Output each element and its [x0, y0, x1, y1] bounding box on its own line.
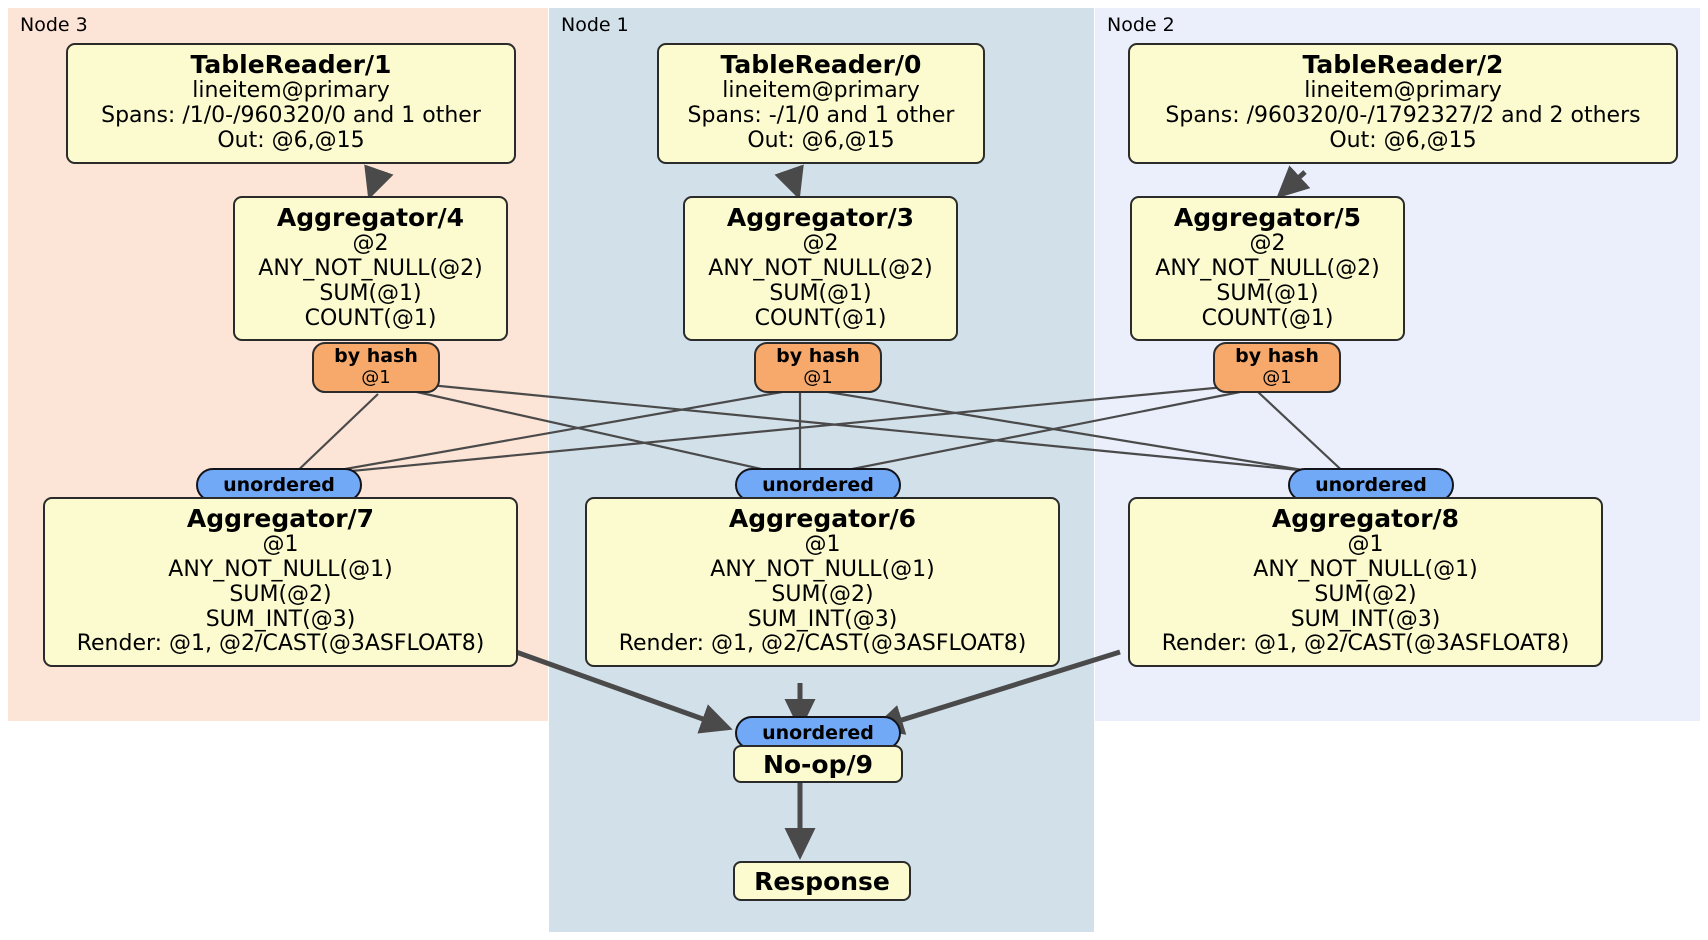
processor-line: @2: [1249, 231, 1286, 256]
processor-line: Spans: /960320/0-/1792327/2 and 2 others: [1165, 102, 1641, 128]
router-label: by hash: [334, 345, 418, 367]
node-panel-label: Node 1: [561, 14, 629, 36]
processor-title: Aggregator/3: [726, 203, 915, 232]
processor-title: TableReader/1: [190, 50, 392, 79]
processor-tablereader-0[interactable]: TableReader/0 lineitem@primary Spans: -/…: [657, 43, 985, 164]
processor-line: Spans: -/1/0 and 1 other: [687, 102, 955, 128]
processor-aggregator-4[interactable]: Aggregator/4 @2 ANY_NOT_NULL(@2) SUM(@1)…: [233, 196, 508, 342]
processor-line: ANY_NOT_NULL(@2): [258, 255, 483, 281]
processor-title: Aggregator/6: [728, 504, 917, 533]
processor-title: Response: [754, 866, 890, 896]
processor-line: ANY_NOT_NULL(@1): [710, 556, 935, 582]
processor-line: @2: [802, 231, 839, 256]
receiver-label: unordered: [223, 474, 335, 496]
processor-line: ANY_NOT_NULL(@1): [168, 556, 393, 582]
processor-line: Out: @6,@15: [747, 127, 895, 153]
processor-line: @1: [1347, 532, 1384, 557]
processor-line: SUM(@2): [771, 581, 874, 607]
node-panel-label: Node 3: [20, 14, 88, 36]
processor-line: @2: [352, 231, 389, 256]
processor-title: Aggregator/7: [186, 504, 375, 533]
processor-line: lineitem@primary: [192, 78, 390, 103]
processor-title: Aggregator/4: [276, 203, 465, 232]
processor-line: Render: @1, @2/CAST(@3ASFLOAT8): [618, 631, 1027, 657]
router-detail: @1: [803, 366, 833, 388]
router-label: by hash: [1235, 345, 1319, 367]
processor-line: SUM_INT(@3): [747, 606, 898, 632]
processor-title: No-op/9: [762, 749, 874, 779]
processor-line: ANY_NOT_NULL(@2): [708, 255, 933, 281]
router-detail: @1: [1262, 366, 1292, 388]
processor-line: SUM(@1): [1216, 280, 1319, 306]
processor-noop-9[interactable]: No-op/9: [733, 745, 903, 783]
processor-title: TableReader/2: [1302, 50, 1504, 79]
processor-line: Out: @6,@15: [1329, 127, 1477, 153]
processor-line: Render: @1, @2/CAST(@3ASFLOAT8): [76, 631, 485, 657]
processor-line: Render: @1, @2/CAST(@3ASFLOAT8): [1161, 631, 1570, 657]
processor-aggregator-6[interactable]: Aggregator/6 @1 ANY_NOT_NULL(@1) SUM(@2)…: [585, 497, 1060, 668]
processor-line: Spans: /1/0-/960320/0 and 1 other: [101, 102, 481, 128]
receiver-unordered-aggregator-7[interactable]: unordered: [196, 468, 362, 502]
router-by-hash-aggregator-4[interactable]: by hash @1: [312, 342, 440, 393]
processor-line: SUM(@1): [769, 280, 872, 306]
processor-line: ANY_NOT_NULL(@1): [1253, 556, 1478, 582]
processor-line: COUNT(@1): [754, 305, 887, 331]
receiver-label: unordered: [762, 474, 874, 496]
processor-tablereader-2[interactable]: TableReader/2 lineitem@primary Spans: /9…: [1128, 43, 1678, 164]
processor-title: TableReader/0: [720, 50, 922, 79]
processor-line: lineitem@primary: [722, 78, 920, 103]
processor-aggregator-8[interactable]: Aggregator/8 @1 ANY_NOT_NULL(@1) SUM(@2)…: [1128, 497, 1603, 668]
processor-line: SUM(@2): [1314, 581, 1417, 607]
processor-line: SUM_INT(@3): [1290, 606, 1441, 632]
processor-line: @1: [262, 532, 299, 557]
router-label: by hash: [776, 345, 860, 367]
processor-line: lineitem@primary: [1304, 78, 1502, 103]
router-by-hash-aggregator-3[interactable]: by hash @1: [754, 342, 882, 393]
processor-line: ANY_NOT_NULL(@2): [1155, 255, 1380, 281]
processor-response[interactable]: Response: [733, 861, 911, 901]
processor-line: SUM(@1): [319, 280, 422, 306]
processor-line: Out: @6,@15: [217, 127, 365, 153]
receiver-unordered-aggregator-6[interactable]: unordered: [735, 468, 901, 502]
processor-line: SUM(@2): [229, 581, 332, 607]
router-detail: @1: [361, 366, 391, 388]
processor-line: COUNT(@1): [304, 305, 437, 331]
processor-line: @1: [804, 532, 841, 557]
processor-tablereader-1[interactable]: TableReader/1 lineitem@primary Spans: /1…: [66, 43, 516, 164]
receiver-label: unordered: [1315, 474, 1427, 496]
router-by-hash-aggregator-5[interactable]: by hash @1: [1213, 342, 1341, 393]
processor-line: SUM_INT(@3): [205, 606, 356, 632]
processor-title: Aggregator/5: [1173, 203, 1362, 232]
processor-title: Aggregator/8: [1271, 504, 1460, 533]
node-panel-label: Node 2: [1107, 14, 1175, 36]
processor-aggregator-5[interactable]: Aggregator/5 @2 ANY_NOT_NULL(@2) SUM(@1)…: [1130, 196, 1405, 342]
processor-line: COUNT(@1): [1201, 305, 1334, 331]
processor-aggregator-7[interactable]: Aggregator/7 @1 ANY_NOT_NULL(@1) SUM(@2)…: [43, 497, 518, 668]
processor-aggregator-3[interactable]: Aggregator/3 @2 ANY_NOT_NULL(@2) SUM(@1)…: [683, 196, 958, 342]
receiver-label: unordered: [762, 722, 874, 744]
